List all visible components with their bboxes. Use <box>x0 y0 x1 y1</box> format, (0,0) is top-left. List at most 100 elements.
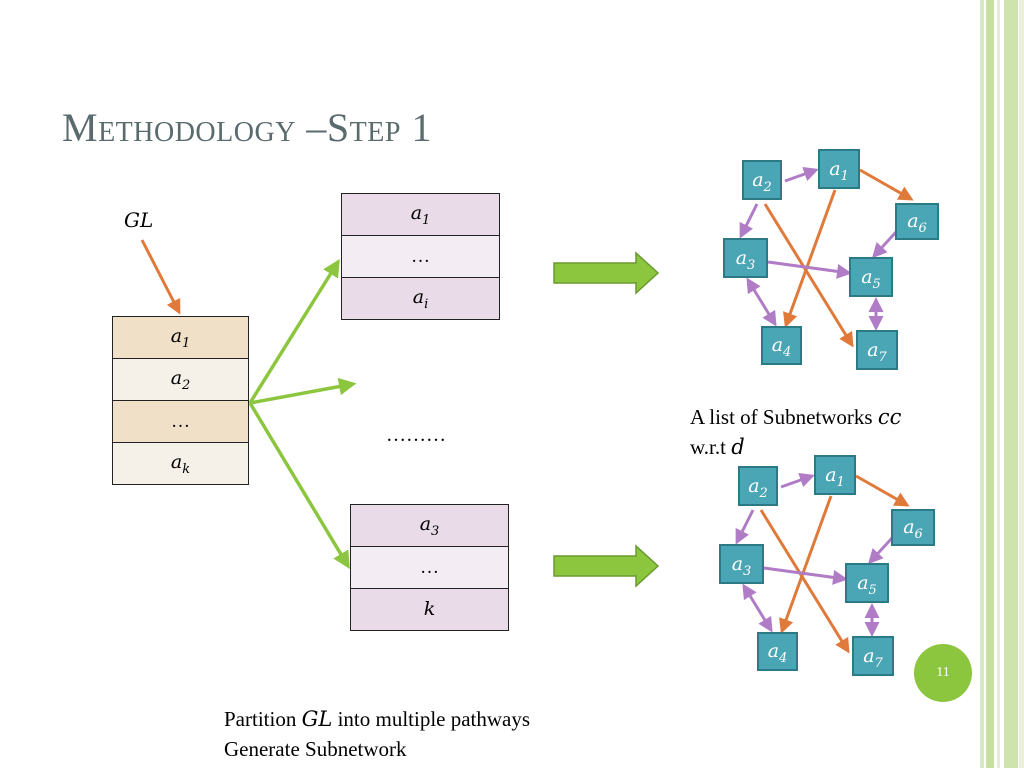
node-symbol: a <box>767 640 780 662</box>
table-cell: ai <box>341 277 500 320</box>
network-node: a4 <box>761 326 802 365</box>
network-node: a2 <box>742 160 782 200</box>
network-node: a5 <box>849 257 893 297</box>
network-node: a3 <box>723 238 768 278</box>
decor-stripe-1 <box>980 0 984 768</box>
cell-symbol: a <box>419 512 432 535</box>
caption-cc: cc <box>877 405 902 429</box>
network-node: a7 <box>852 636 894 676</box>
table-cell: … <box>112 400 249 443</box>
gl-label: GL <box>124 208 154 232</box>
network-node: a1 <box>818 149 860 189</box>
node-subscript: 6 <box>918 220 927 236</box>
cell-subscript: 2 <box>182 377 191 393</box>
table-row: a2 <box>112 358 249 401</box>
caption-d: d <box>731 435 745 459</box>
cell-symbol: … <box>420 556 439 578</box>
table-row: a1 <box>112 316 249 359</box>
table-row: ai <box>341 277 500 320</box>
node-subscript: 3 <box>743 563 752 579</box>
node-subscript: 6 <box>914 526 923 542</box>
network-node: a7 <box>856 330 898 370</box>
cell-subscript: 1 <box>422 212 431 228</box>
node-subscript: 1 <box>840 168 849 184</box>
split-arrow-top <box>248 259 340 404</box>
node-subscript: 1 <box>836 474 845 490</box>
node-symbol: a <box>857 572 869 594</box>
table-cell: a2 <box>112 358 249 401</box>
block-arrow-bottom <box>553 544 660 588</box>
node-symbol: a <box>752 169 764 191</box>
bottom-line1-pre: Partition <box>224 707 297 731</box>
slide-title: Methodology –Step 1 <box>62 105 432 150</box>
node-subscript: 4 <box>779 650 788 666</box>
table-cell: a3 <box>350 504 509 547</box>
network-node: a5 <box>845 563 889 603</box>
table-row: … <box>112 400 249 443</box>
ellipsis-label: ……… <box>386 424 446 446</box>
pathway-table-bottom: a3 … k <box>350 504 509 631</box>
table-row: … <box>341 235 500 278</box>
cell-symbol: a <box>170 450 183 473</box>
network-node: a6 <box>895 203 939 240</box>
decor-stripe-5 <box>1019 0 1024 768</box>
network-bottom-edges <box>735 472 910 654</box>
node-subscript: 3 <box>747 257 756 273</box>
node-symbol: a <box>863 645 875 667</box>
table-cell: a1 <box>112 316 249 359</box>
cell-subscript: 3 <box>431 523 440 539</box>
network-top-edges <box>739 166 914 348</box>
node-subscript: 4 <box>783 344 792 360</box>
node-subscript: 7 <box>878 349 887 365</box>
node-symbol: a <box>907 210 919 232</box>
network-node: a3 <box>719 544 764 584</box>
cell-symbol: … <box>411 245 430 267</box>
node-symbol: a <box>825 464 837 486</box>
table-cell: a1 <box>341 193 500 236</box>
cell-subscript: i <box>424 296 429 312</box>
table-cell: ak <box>112 442 249 485</box>
bottom-text: Partition GL into multiple pathways Gene… <box>224 704 530 764</box>
cell-symbol: a <box>410 201 423 224</box>
subnetworks-caption: A list of Subnetworks cc w.r.t d <box>690 402 901 462</box>
node-symbol: a <box>731 553 744 575</box>
pathway-table-top: a1…ai <box>341 193 500 320</box>
cell-symbol: a <box>170 324 183 347</box>
network-node: a6 <box>891 509 935 546</box>
table-row: a3 <box>350 504 509 547</box>
node-symbol: a <box>861 266 873 288</box>
cell-symbol: a <box>412 285 425 308</box>
node-symbol: a <box>735 247 748 269</box>
decor-stripe-4 <box>1004 0 1018 768</box>
node-subscript: 5 <box>868 582 877 598</box>
cell-symbol: k <box>423 598 436 620</box>
block-arrow-top <box>553 251 660 295</box>
table-row: k <box>350 588 509 631</box>
split-arrow-bottom <box>248 402 350 569</box>
network-node: a1 <box>814 455 856 495</box>
table-cell: … <box>341 235 500 278</box>
page-number-badge: 11 <box>914 644 972 702</box>
cell-subscript: k <box>182 461 191 477</box>
bottom-line2: Generate Subnetwork <box>224 737 407 761</box>
table-cell: … <box>350 546 509 589</box>
table-row: a1 <box>341 193 500 236</box>
caption-line1-text: A list of Subnetworks <box>690 405 873 429</box>
table-row: ak <box>112 442 249 485</box>
cell-subscript: 1 <box>182 335 191 351</box>
bottom-line1-post: into multiple pathways <box>337 707 531 731</box>
bottom-line1-gl: GL <box>301 707 333 731</box>
node-subscript: 5 <box>872 276 881 292</box>
table-row: … <box>350 546 509 589</box>
decor-stripe-2 <box>986 0 994 768</box>
network-node: a4 <box>757 632 798 671</box>
network-node: a2 <box>738 466 778 506</box>
cell-symbol: a <box>170 366 183 389</box>
node-symbol: a <box>867 339 879 361</box>
node-subscript: 2 <box>763 179 772 195</box>
table-cell: k <box>350 588 509 631</box>
node-symbol: a <box>748 475 760 497</box>
caption-line2-text: w.r.t <box>690 435 726 459</box>
